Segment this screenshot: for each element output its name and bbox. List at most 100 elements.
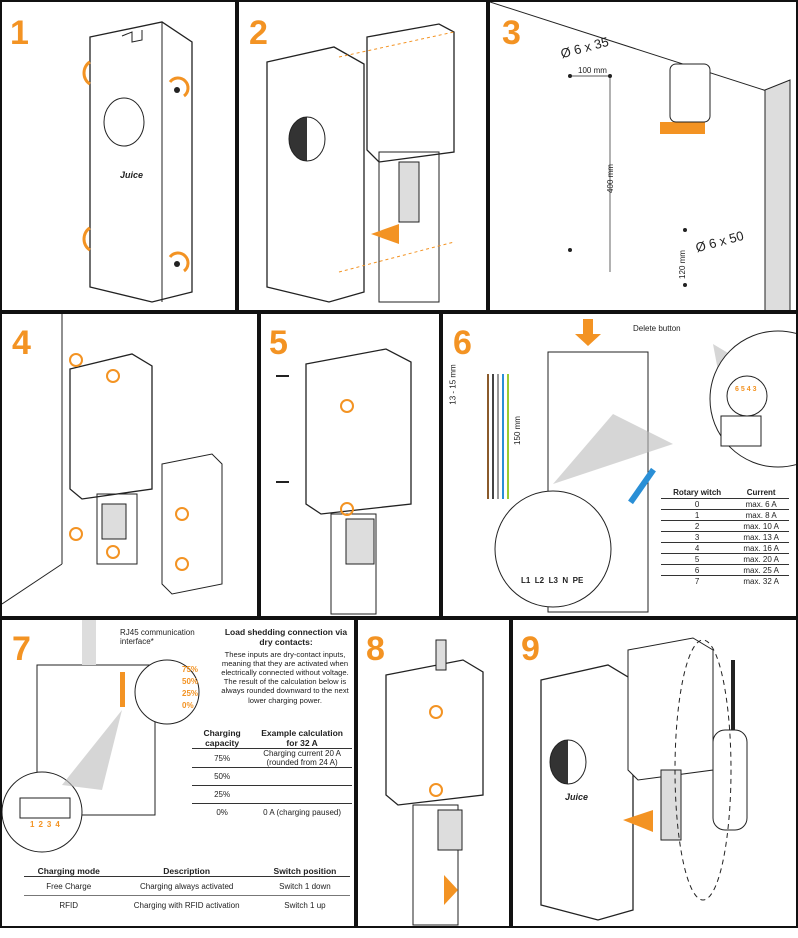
step-number: 7	[12, 630, 31, 668]
terminal-label: N	[562, 576, 569, 585]
rotary-current: max. 8 A	[733, 509, 789, 521]
table-row: 0%0 A (charging paused)	[192, 803, 352, 821]
percent-label: 50%	[182, 677, 199, 686]
terminal-label: L2	[534, 576, 545, 585]
step-number: 5	[269, 324, 288, 362]
rotary-position: 4	[661, 542, 734, 554]
load-shedding-description: These inputs are dry-contact inputs, mea…	[221, 650, 349, 705]
table-row: 25%	[192, 785, 352, 804]
example-value: Charging current 20 A (rounded from 24 A…	[252, 748, 352, 768]
example-header: Example calculation for 32 A	[261, 728, 343, 748]
percent-label: 75%	[182, 665, 199, 674]
dip-number: 2	[38, 820, 47, 829]
rotary-current: max. 32 A	[733, 575, 789, 586]
mode-value: Free Charge	[24, 876, 114, 896]
rotary-current: max. 10 A	[733, 520, 789, 532]
dial-digit: 4	[746, 386, 751, 393]
mode-header: Charging mode	[24, 866, 114, 877]
rotary-current: max. 16 A	[733, 542, 789, 554]
step-9-panel: 9 Juice	[511, 618, 798, 928]
terminal-label: L1	[521, 576, 531, 585]
dip-number: 4	[55, 820, 64, 829]
mode-value: RFID	[24, 895, 114, 914]
rotary-position: 1	[661, 509, 734, 521]
percent-label: 25%	[182, 689, 199, 698]
example-value	[252, 767, 352, 786]
charging-capacity-table: Charging capacity Example calculation fo…	[192, 728, 352, 821]
step-number: 3	[502, 14, 521, 52]
load-shedding-title: Load shedding connection via dry contact…	[224, 627, 348, 647]
rotary-dial-digits: 6 5 4 3	[735, 386, 756, 393]
example-value	[252, 785, 352, 804]
rotary-position: 6	[661, 564, 734, 576]
dial-digit: 5	[740, 386, 745, 393]
rj45-label: RJ45 communication interface*	[120, 628, 195, 646]
step-5-panel: 5	[259, 312, 441, 618]
mount-cover-illustration	[540, 637, 748, 921]
step-number: 2	[249, 14, 268, 52]
switch-value: Switch 1 down	[259, 876, 350, 896]
step-number: 8	[366, 630, 385, 668]
brand-logo: Juice	[120, 170, 144, 180]
rotary-current: max. 20 A	[733, 553, 789, 565]
example-value: 0 A (charging paused)	[252, 803, 352, 821]
dip-switch-numbers: 1234	[30, 820, 64, 829]
dial-digit: 6	[735, 386, 739, 393]
table-row: 50%	[192, 767, 352, 786]
wall-drilling-illustration	[490, 2, 791, 310]
terminal-label: PE	[572, 576, 584, 585]
step-2-panel: 2	[237, 0, 488, 312]
load-shedding-illustration	[2, 620, 200, 853]
dial-digit: 3	[752, 386, 757, 393]
capacity-value: 50%	[192, 767, 253, 786]
rotary-position: 7	[661, 575, 734, 586]
step-number: 6	[453, 324, 472, 362]
capacity-value: 75%	[192, 748, 253, 768]
description-value: Charging always activated	[113, 876, 260, 896]
brand-logo: Juice	[565, 792, 589, 802]
wiring-illustration	[487, 319, 796, 613]
rotary-current: max. 6 A	[733, 498, 789, 510]
step-1-panel: 1 Juice	[0, 0, 237, 312]
rotary-position: 2	[661, 520, 734, 532]
rotary-position: 5	[661, 553, 734, 565]
height-dimension: 400 mm	[605, 164, 615, 193]
step-3-panel: 3 Ø 6 x 35 100 mm 400 mm Ø 6 x 50 120 mm	[488, 0, 798, 312]
delete-button-label: Delete button	[633, 324, 681, 333]
strip-length-label: 13 - 15 mm	[448, 364, 458, 405]
terminal-labels: L1 L2 L3 N PE	[521, 576, 583, 585]
terminal-label: L3	[548, 576, 558, 585]
wall-mount-illustration	[2, 314, 223, 605]
step-number: 9	[521, 630, 540, 668]
close-enclosure-illustration	[385, 639, 484, 926]
bottom-dimension: 120 mm	[677, 250, 687, 279]
dip-number: 3	[46, 820, 56, 829]
rotary-position: 0	[661, 498, 734, 510]
percent-labels: 75% 50% 25% 0%	[182, 664, 198, 712]
rotary-current: max. 13 A	[733, 531, 789, 543]
description-header: Description	[113, 866, 260, 877]
dip-number: 1	[30, 820, 39, 829]
step-8-panel: 8	[356, 618, 511, 928]
capacity-value: 25%	[192, 785, 253, 804]
cable-length-label: 150 mm	[512, 416, 522, 445]
percent-label: 0%	[182, 701, 194, 710]
capacity-value: 0%	[192, 803, 253, 821]
rotary-header-current: Current	[733, 486, 789, 499]
rotary-current: max. 25 A	[733, 564, 789, 576]
charging-mode-table: Charging mode Description Switch positio…	[24, 866, 350, 914]
step-number: 1	[10, 14, 29, 52]
step-6-panel: 6 Delete button 13 - 15 mm 150 mm L1 L2 …	[441, 312, 798, 618]
switch-header: Switch position	[259, 866, 350, 877]
